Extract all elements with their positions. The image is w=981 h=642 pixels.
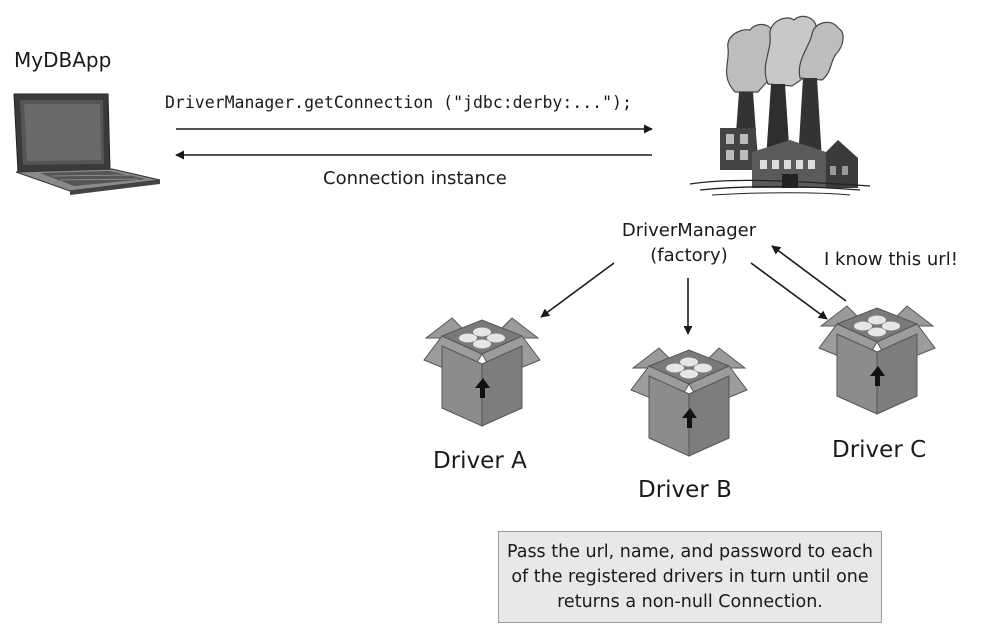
driver-a-package-icon [423, 317, 541, 427]
note-box: Pass the url, name, and password to each… [498, 531, 882, 623]
arrow-from-driver-c [771, 245, 847, 302]
request-call-text: DriverManager.getConnection ("jdbc:derby… [165, 93, 632, 112]
note-text: Pass the url, name, and password to each… [506, 542, 874, 612]
app-label: MyDBApp [14, 48, 112, 72]
driver-c-label: Driver C [832, 437, 927, 463]
arrow-to-driver-c [750, 262, 828, 320]
driver-reply-label: I know this url! [824, 249, 958, 270]
driver-c-package-icon [818, 305, 936, 415]
factory-icon [689, 15, 871, 196]
laptop-icon [13, 93, 161, 195]
driver-manager-label: DriverManager (factory) [606, 218, 772, 268]
response-label: Connection instance [323, 168, 507, 189]
arrow-to-driver-a [540, 262, 615, 318]
driver-b-package-icon [630, 347, 748, 457]
driver-b-label: Driver B [638, 477, 732, 503]
driver-manager-name: DriverManager [621, 220, 757, 241]
driver-a-label: Driver A [433, 448, 527, 474]
driver-manager-role: (factory) [650, 245, 728, 266]
